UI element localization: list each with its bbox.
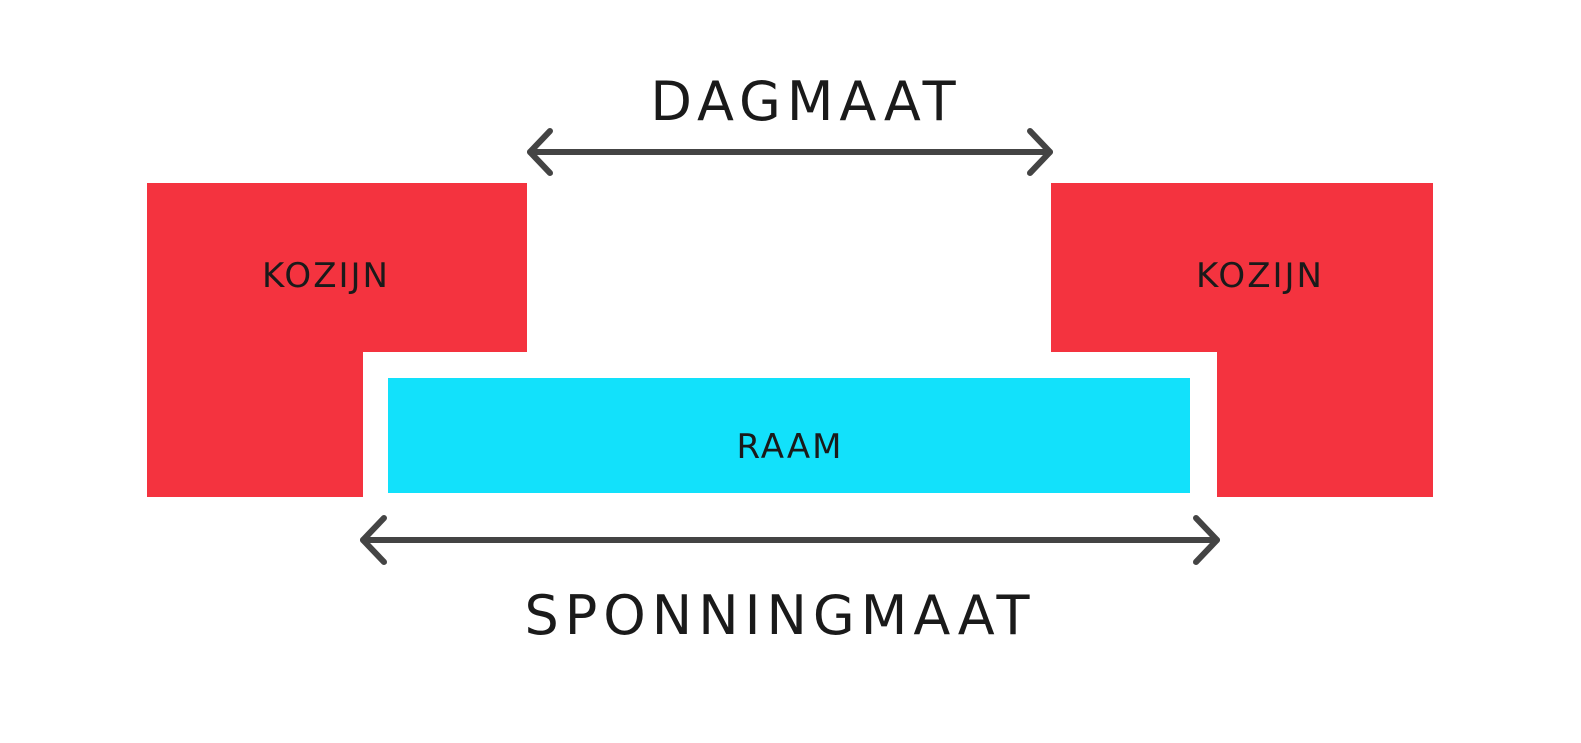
frame-left-label: KOZIJN bbox=[262, 256, 390, 296]
window-pane bbox=[388, 378, 1190, 493]
window-label: RAAM bbox=[736, 427, 843, 467]
frame-right bbox=[1051, 183, 1433, 497]
frame-right-label: KOZIJN bbox=[1196, 256, 1324, 296]
dagmaat-arrow bbox=[527, 128, 1053, 176]
frame-left bbox=[147, 183, 527, 497]
sponningmaat-label: SPONNINGMAAT bbox=[524, 584, 1035, 647]
sponningmaat-arrow bbox=[360, 515, 1220, 565]
dagmaat-label: DAGMAAT bbox=[650, 70, 961, 133]
